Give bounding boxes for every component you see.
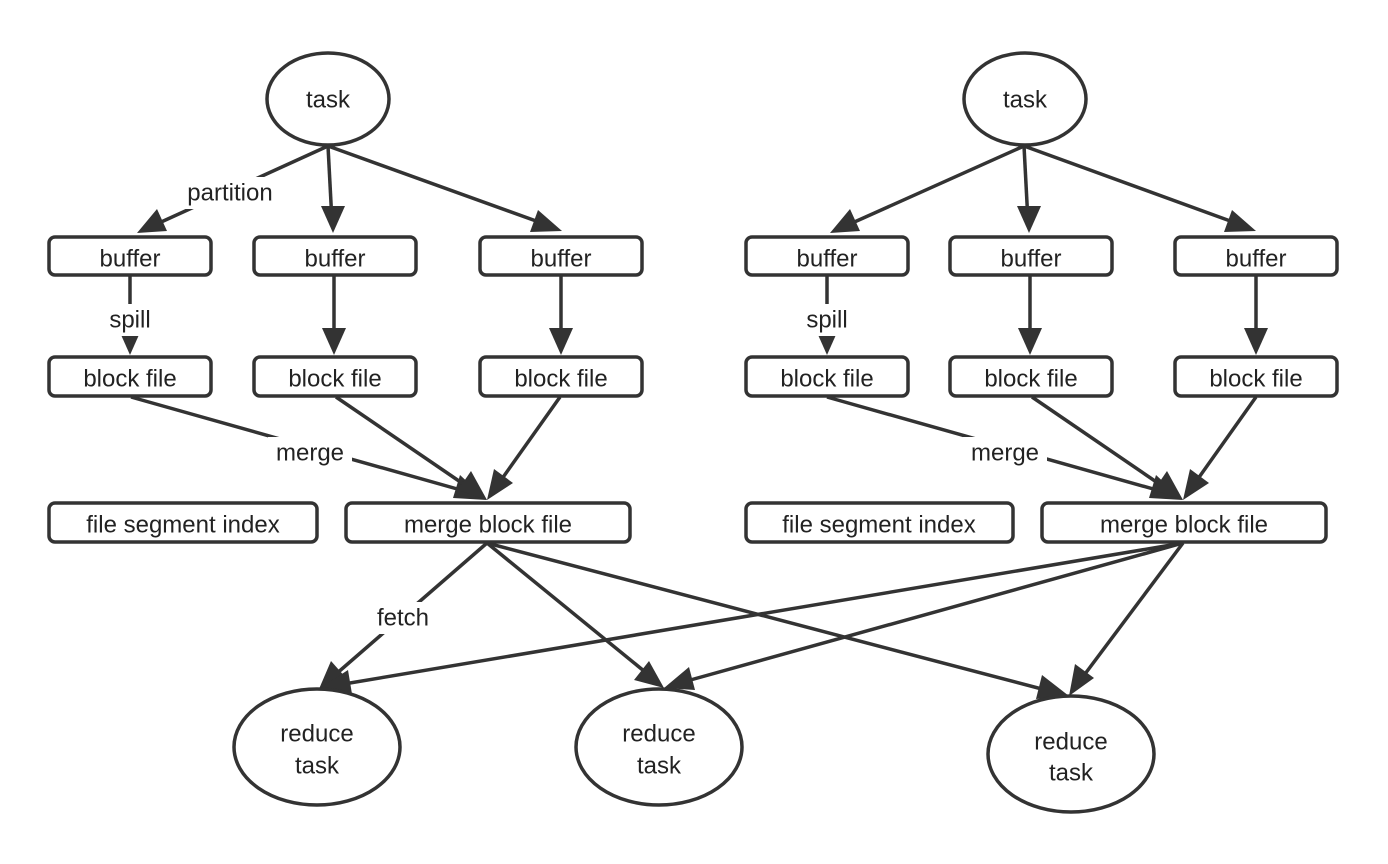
buffer-label: buffer bbox=[1226, 246, 1287, 273]
buffer-label: buffer bbox=[100, 246, 161, 273]
block-file-label: block file bbox=[780, 366, 873, 393]
reduce-task-node: reduce task bbox=[574, 687, 744, 807]
merge-block-file-node: merge block file bbox=[1040, 501, 1328, 544]
block-file-label: block file bbox=[288, 366, 381, 393]
buffer-node: buffer bbox=[252, 235, 418, 277]
buffer-node: buffer bbox=[1173, 235, 1339, 277]
block-file-node: block file bbox=[1173, 355, 1339, 398]
buffer-node: buffer bbox=[948, 235, 1114, 277]
merge-block-file-node: merge block file bbox=[344, 501, 632, 544]
reduce-task-label-line1: reduce bbox=[622, 721, 695, 748]
edge-merged-a-reduce-2 bbox=[485, 541, 657, 682]
block-file-node: block file bbox=[948, 355, 1114, 398]
edge-label-spill-b: spill bbox=[806, 307, 847, 334]
block-file-label: block file bbox=[1209, 366, 1302, 393]
file-segment-index-label: file segment index bbox=[782, 512, 975, 539]
merge-block-file-label: merge block file bbox=[1100, 512, 1268, 539]
edge-merged-b-reduce-2 bbox=[675, 541, 1184, 686]
arrowhead bbox=[137, 209, 167, 233]
nodes: task task buffer buffer buffer buffer bu… bbox=[47, 51, 1339, 814]
reduce-task-label-line1: reduce bbox=[1034, 729, 1107, 756]
edges bbox=[118, 144, 1268, 699]
arrowhead bbox=[549, 328, 573, 355]
arrowhead bbox=[487, 469, 513, 500]
arrowhead bbox=[1017, 206, 1041, 233]
edge-label-merge-a: merge bbox=[276, 440, 344, 467]
merge-block-file-label: merge block file bbox=[404, 512, 572, 539]
edge-label-partition: partition bbox=[187, 180, 272, 207]
block-file-node: block file bbox=[47, 355, 213, 398]
edge-label-merge-b: merge bbox=[971, 440, 1039, 467]
arrowhead bbox=[1183, 469, 1209, 500]
file-segment-index-node: file segment index bbox=[47, 501, 319, 544]
edge-task-a-buffer-a3 bbox=[327, 144, 551, 228]
edge-block-a3-merged-a bbox=[492, 395, 562, 492]
edge-block-b3-merged-b bbox=[1188, 395, 1258, 492]
block-file-node: block file bbox=[252, 355, 418, 398]
arrowhead bbox=[664, 667, 695, 690]
block-file-label: block file bbox=[514, 366, 607, 393]
task-label: task bbox=[1003, 87, 1048, 114]
arrowhead bbox=[1069, 664, 1094, 696]
edge-merged-b-reduce-1 bbox=[331, 541, 1184, 688]
buffer-node: buffer bbox=[478, 235, 644, 277]
arrowhead bbox=[1154, 471, 1183, 500]
buffer-node: buffer bbox=[47, 235, 213, 277]
buffer-label: buffer bbox=[531, 246, 592, 273]
block-file-label: block file bbox=[984, 366, 1077, 393]
buffer-label: buffer bbox=[797, 246, 858, 273]
arrowhead bbox=[1244, 328, 1268, 355]
block-file-node: block file bbox=[478, 355, 644, 398]
arrowhead bbox=[319, 661, 347, 689]
file-segment-index-label: file segment index bbox=[86, 512, 279, 539]
edge-task-b-buffer-b1 bbox=[840, 144, 1025, 230]
reduce-task-label-line1: reduce bbox=[280, 721, 353, 748]
reduce-task-node: reduce task bbox=[986, 694, 1156, 814]
edge-label-spill-a: spill bbox=[109, 307, 150, 334]
edge-block-b2-merged-b bbox=[1031, 395, 1175, 496]
edge-merged-b-reduce-3 bbox=[1074, 541, 1185, 688]
buffer-node: buffer bbox=[744, 235, 910, 277]
reduce-task-label-line2: task bbox=[295, 753, 340, 780]
file-segment-index-node: file segment index bbox=[744, 501, 1015, 544]
edge-label-fetch: fetch bbox=[377, 605, 429, 632]
arrowhead bbox=[458, 471, 487, 500]
task-label: task bbox=[306, 87, 351, 114]
edge-block-a2-merged-a bbox=[335, 395, 479, 496]
reduce-task-label-line2: task bbox=[1049, 760, 1094, 787]
block-file-node: block file bbox=[744, 355, 910, 398]
arrowhead bbox=[830, 209, 860, 233]
task-node: task bbox=[962, 51, 1088, 147]
arrowhead bbox=[1036, 675, 1069, 699]
arrowhead bbox=[322, 328, 346, 355]
edge-merged-a-reduce-3 bbox=[486, 541, 1058, 695]
edge-task-b-buffer-b3 bbox=[1023, 144, 1245, 228]
buffer-label: buffer bbox=[305, 246, 366, 273]
buffer-label: buffer bbox=[1001, 246, 1062, 273]
arrowhead bbox=[1224, 210, 1256, 232]
block-file-label: block file bbox=[83, 366, 176, 393]
arrowhead bbox=[530, 210, 562, 232]
arrowhead bbox=[321, 206, 345, 233]
reduce-task-label-line2: task bbox=[637, 753, 682, 780]
arrowhead bbox=[1018, 328, 1042, 355]
reduce-task-node: reduce task bbox=[232, 687, 402, 807]
task-node: task bbox=[265, 51, 391, 147]
arrowhead bbox=[634, 661, 664, 688]
edge-labels: partition spill spill merge merge fetch bbox=[104, 177, 1047, 634]
